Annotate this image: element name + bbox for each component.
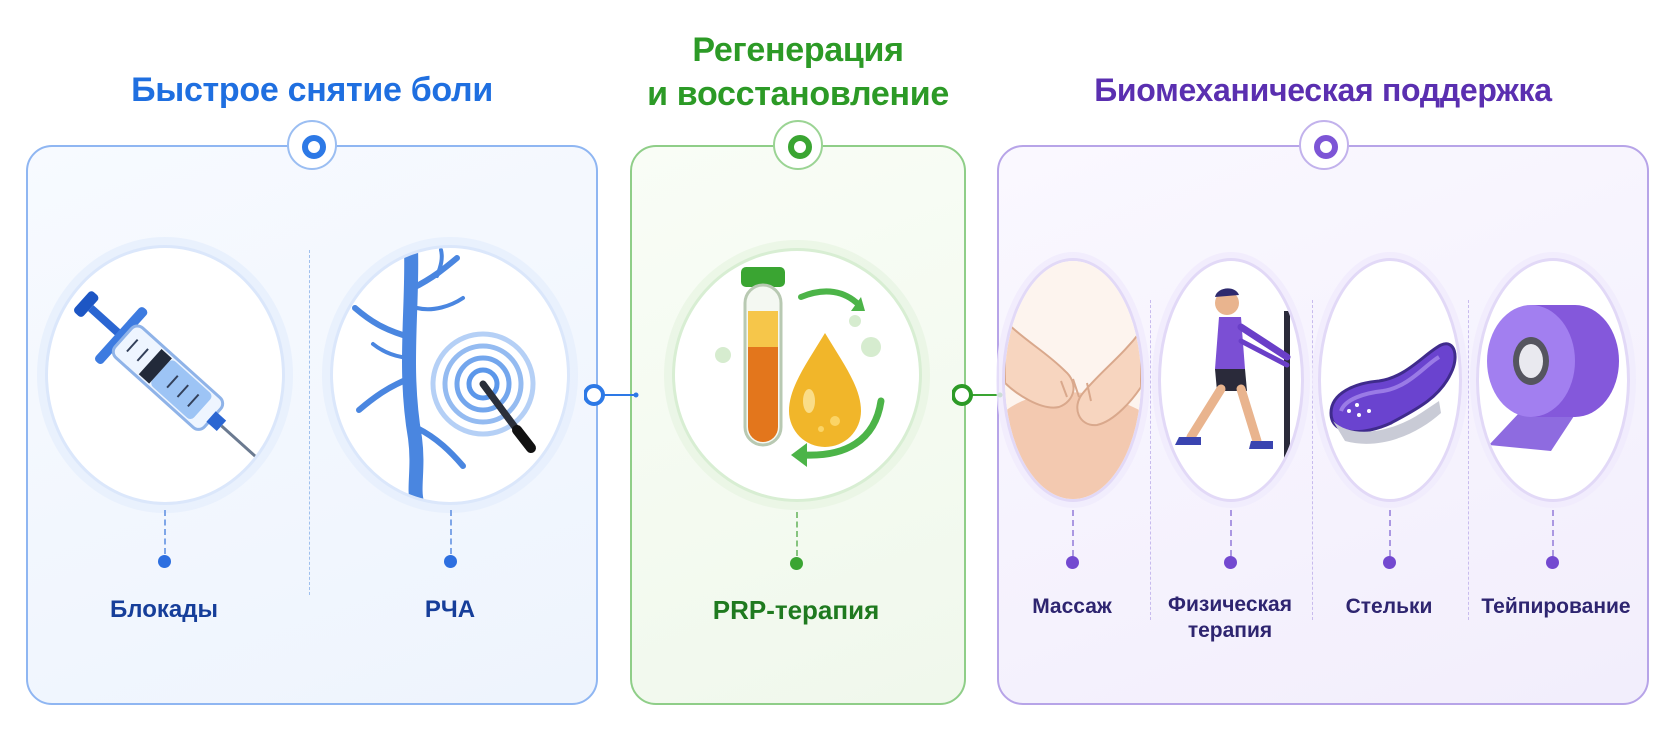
target-badge-icon	[287, 120, 337, 170]
leader-dot	[1546, 556, 1559, 569]
separator-line	[1468, 300, 1469, 620]
label-taping: Тейпирование	[1481, 595, 1631, 618]
nerve-ablation-icon	[352, 248, 536, 502]
physical-therapy-icon	[1175, 288, 1291, 461]
label-prp: PRP-терапия	[712, 595, 880, 625]
leader-line	[450, 510, 452, 554]
leader-line	[1072, 510, 1074, 556]
circle-rfa	[330, 245, 570, 505]
leader-dot	[1383, 556, 1396, 569]
leader-dot	[444, 555, 457, 568]
section-title-pain-relief: Быстрое снятие боли	[131, 71, 493, 109]
tape-icon	[1487, 305, 1619, 451]
leader-dot	[790, 557, 803, 570]
connector-green-purple	[952, 384, 1003, 406]
circle-taping	[1476, 258, 1630, 502]
leader-line	[1230, 510, 1232, 556]
leader-dot	[158, 555, 171, 568]
target-badge-icon	[1299, 120, 1349, 170]
target-badge-icon	[773, 120, 823, 170]
leader-line	[164, 510, 166, 554]
leader-line	[1389, 510, 1391, 556]
circle-insoles	[1318, 258, 1462, 502]
label-massage: Массаж	[1032, 595, 1112, 618]
label-insoles: Стельки	[1345, 595, 1433, 618]
separator-line	[1312, 300, 1313, 620]
label-rfa: РЧА	[424, 596, 476, 623]
separator-line	[309, 250, 310, 595]
section-title-biomechanics: Биомеханическая поддержка	[1094, 72, 1552, 108]
section-title-regeneration-line2: и восстановление	[647, 75, 949, 113]
leader-dot	[1224, 556, 1237, 569]
connector-blue-green	[584, 384, 639, 406]
insole-icon	[1329, 342, 1457, 444]
leader-line	[1552, 510, 1554, 556]
circle-massage	[1002, 258, 1144, 502]
circle-physical-therapy	[1158, 258, 1304, 502]
section-title-regeneration-line1: Регенерация	[692, 31, 904, 69]
circle-prp	[672, 248, 922, 502]
separator-line	[1150, 300, 1151, 620]
leader-dot	[1066, 556, 1079, 569]
label-physical-therapy: Физическая терапия	[1168, 593, 1292, 642]
leader-line	[796, 512, 798, 556]
syringe-icon	[74, 291, 260, 461]
massage-icon	[1005, 261, 1141, 499]
label-blockades: Блокады	[110, 596, 218, 623]
circle-blockades	[45, 245, 285, 505]
prp-tube-icon	[715, 267, 885, 467]
